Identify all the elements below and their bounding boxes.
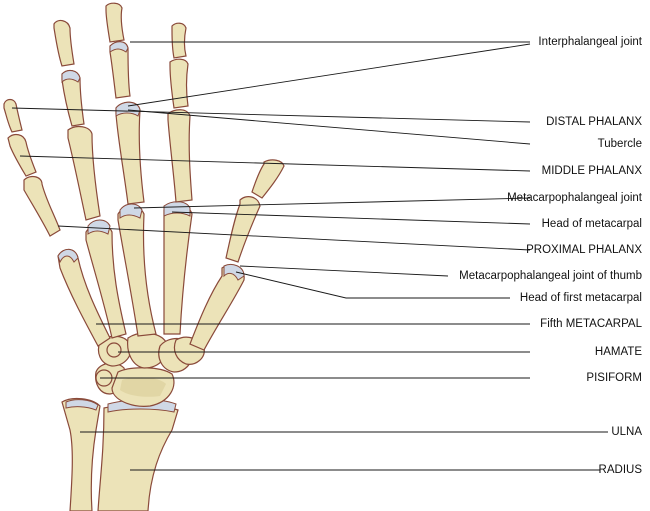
label-ulna: ULNA (611, 426, 642, 438)
label-pisiform: PISIFORM (586, 372, 642, 384)
middle-phalanges (7, 41, 189, 177)
label-hamate: HAMATE (594, 346, 642, 358)
label-distal-phalanx: DISTAL PHALANX (546, 116, 642, 128)
metacarpals (57, 201, 245, 351)
label-radius: RADIUS (598, 464, 642, 476)
distal-phalanges (3, 2, 285, 199)
label-proximal-phalanx: PROXIMAL PHALANX (526, 244, 642, 256)
proximal-phalanges (23, 101, 261, 263)
label-fifth-metacarpal: Fifth METACARPAL (540, 318, 642, 330)
ulna-bone (61, 397, 101, 511)
label-head-of-metacarpal: Head of metacarpal (541, 218, 642, 230)
label-mcp-joint: Metacarpophalangeal joint (507, 192, 642, 204)
label-mcp-joint-thumb: Metacarpophalangeal joint of thumb (459, 270, 642, 282)
carpal-bones (95, 332, 205, 407)
leader-lines (11, 41, 608, 471)
label-tubercle: Tubercle (597, 138, 642, 150)
label-interphalangeal-joint: Interphalangeal joint (538, 36, 642, 48)
radius-bone (97, 399, 179, 511)
label-head-first-metacarpal: Head of first metacarpal (519, 292, 642, 304)
label-middle-phalanx: MIDDLE PHALANX (541, 165, 642, 177)
